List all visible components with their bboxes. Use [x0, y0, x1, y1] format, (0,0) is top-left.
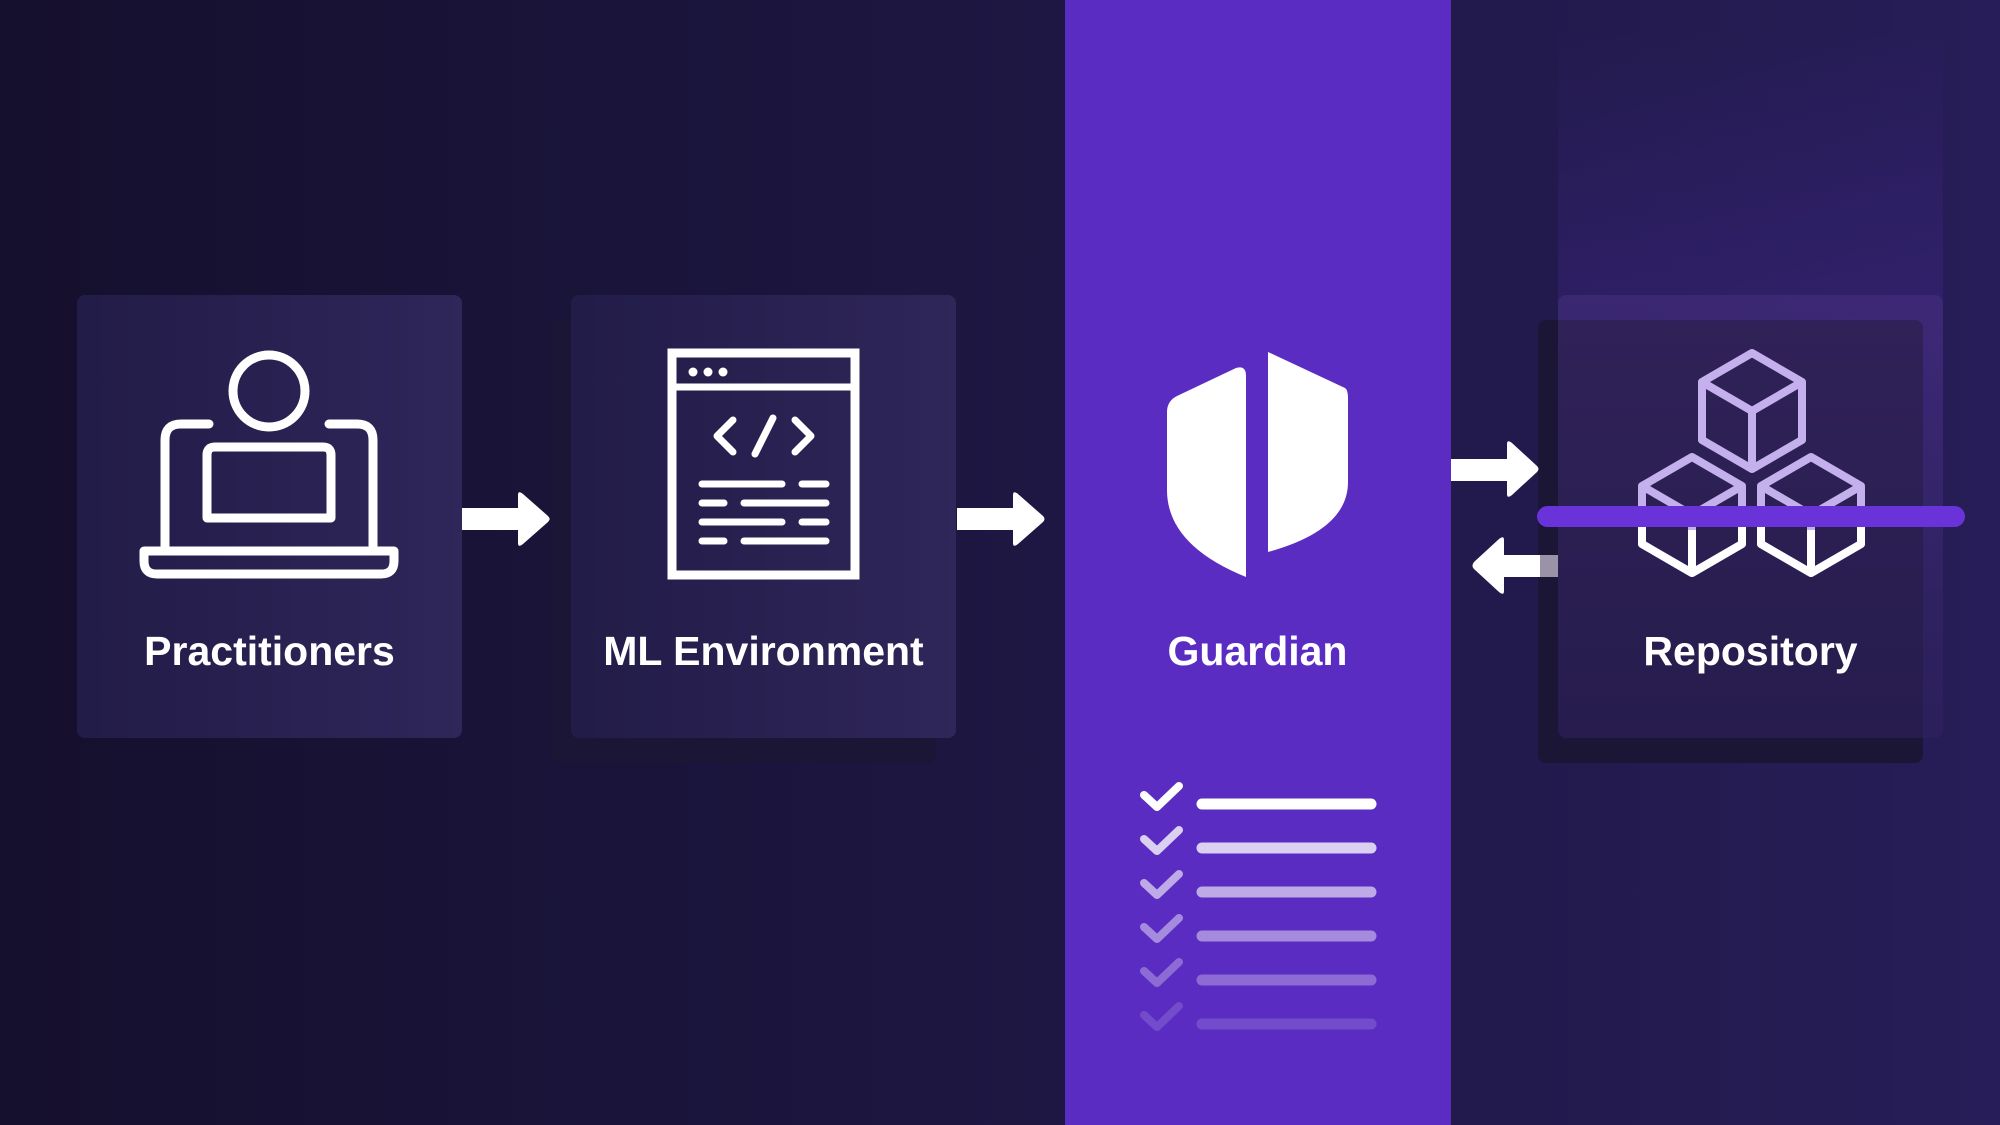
repository-accent-bar [1537, 506, 1965, 527]
code-window-icon [667, 348, 860, 580]
checklist-item [1140, 782, 1377, 811]
arrow-guardian-to-repository [1451, 441, 1539, 497]
ml-environment-label: ML Environment [603, 628, 924, 674]
ml-environment-card [571, 295, 956, 738]
checklist-item [1140, 958, 1377, 987]
checklist-item [1140, 870, 1377, 899]
arrow-ml-to-guardian [957, 492, 1045, 546]
practitioners-label: Practitioners [144, 628, 395, 674]
checklist-item [1140, 1002, 1377, 1031]
guardian-label: Guardian [1167, 628, 1348, 674]
arrow-practitioners-to-ml [462, 492, 550, 546]
repository-label: Repository [1643, 628, 1858, 674]
shield-icon [1167, 352, 1348, 577]
person-laptop-icon [139, 350, 399, 579]
checklist-item [1140, 826, 1377, 855]
arrow-repository-to-guardian [1472, 537, 1558, 594]
cubes-lower-overlay [1638, 518, 1865, 577]
guardian-band [1065, 0, 1451, 1125]
checklist [1140, 782, 1377, 1031]
cubes-icon [1638, 349, 1865, 577]
checklist-item [1140, 914, 1377, 943]
